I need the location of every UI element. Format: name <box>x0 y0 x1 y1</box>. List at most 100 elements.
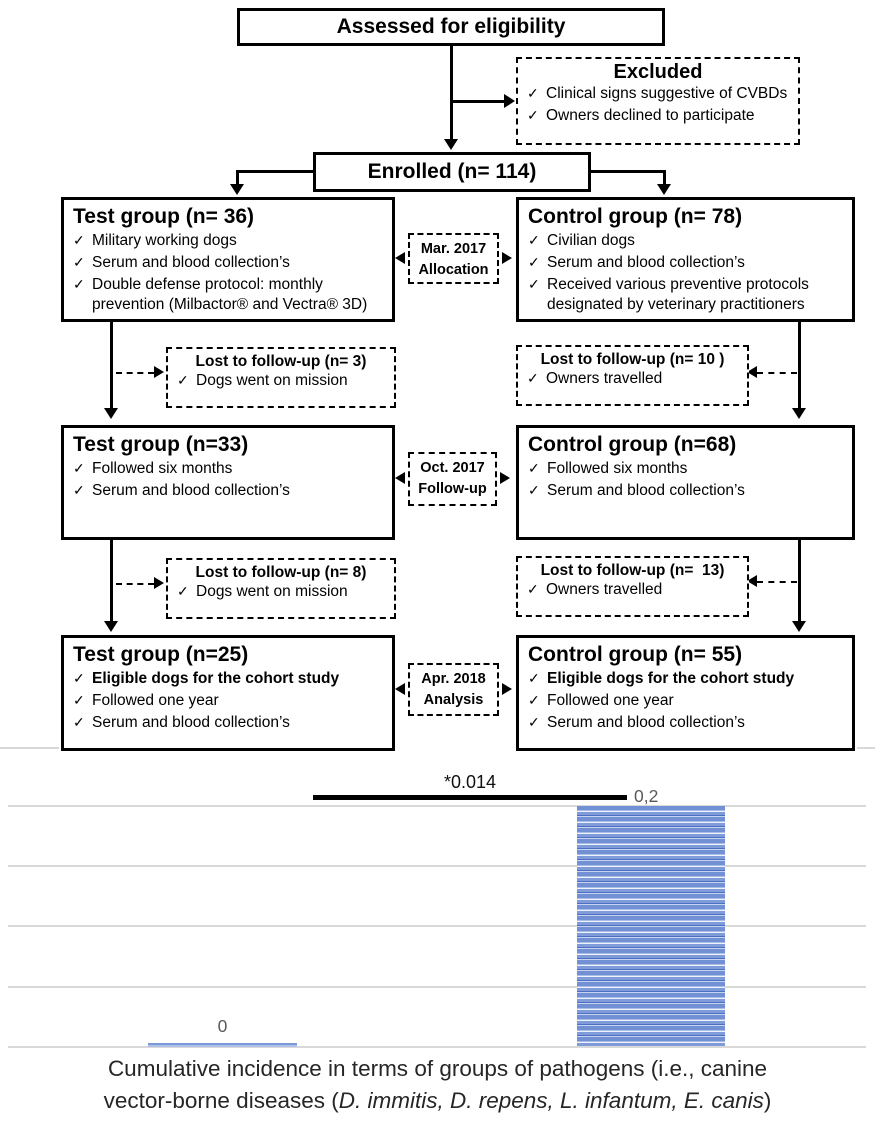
check-icon: ✓ <box>528 670 540 687</box>
caption-species-italic: D. immitis, D. repens, L. infantum, E. c… <box>338 1087 764 1113</box>
connector-control-down-2 <box>798 540 801 623</box>
list-item-text: Serum and blood collection’s <box>92 481 290 499</box>
gridline <box>8 925 866 927</box>
allocation-label-box: Mar. 2017 Allocation <box>408 233 499 284</box>
analysis-line2: Analysis <box>423 692 484 709</box>
check-icon: ✓ <box>73 232 85 249</box>
lost-followup-2-left-box: Lost to follow-up (n= 8) ✓ Dogs went on … <box>166 558 396 619</box>
check-icon: ✓ <box>73 253 85 270</box>
connector-enrolled-left-v <box>236 170 239 186</box>
list-item: ✓ Eligible dogs for the cohort study <box>64 669 392 691</box>
excluded-item-text: Clinical signs suggestive of CVBDs <box>546 85 788 102</box>
lost-followup-1-right-box: Lost to follow-up (n= 10 ) ✓ Owners trav… <box>516 345 749 406</box>
check-icon: ✓ <box>73 670 85 687</box>
connector-assessed-down <box>450 46 453 141</box>
list-item: ✓ Serum and blood collection’s <box>519 253 852 275</box>
check-icon: ✓ <box>528 275 540 292</box>
arrowhead-right-icon <box>154 577 164 589</box>
list-item: ✓ Owners travelled <box>518 369 747 391</box>
list-item-text: Owners travelled <box>546 370 663 387</box>
lost-title: Lost to follow-up (n= 13) <box>540 562 725 579</box>
list-item: ✓ Eligible dogs for the cohort study <box>519 669 852 691</box>
control-group-3-title: Control group (n= 55) <box>528 643 743 666</box>
analysis-label-box: Apr. 2018 Analysis <box>408 663 499 716</box>
gridline-partial-left <box>0 747 59 749</box>
excluded-box: Excluded ✓ Clinical signs suggestive of … <box>516 57 800 145</box>
list-item: ✓ Serum and blood collection’s <box>519 481 852 503</box>
significance-bracket <box>313 795 627 800</box>
list-item-text: Dogs went on mission <box>196 583 348 600</box>
list-item-text: Eligible dogs for the cohort study <box>92 670 340 688</box>
list-item-text: Followed one year <box>547 691 674 709</box>
check-icon: ✓ <box>73 713 85 730</box>
list-item: ✓ Followed six months <box>519 459 852 481</box>
list-item-text: Owners travelled <box>546 581 663 598</box>
check-icon: ✓ <box>73 275 85 292</box>
check-icon: ✓ <box>177 372 189 388</box>
chart-caption-line1: Cumulative incidence in terms of groups … <box>107 1056 768 1081</box>
lost-title: Lost to follow-up (n= 3) <box>195 353 367 370</box>
control-group-1-title: Control group (n= 78) <box>528 205 743 228</box>
test-group-1-title: Test group (n= 36) <box>73 205 255 228</box>
allocation-line2: Allocation <box>418 262 489 279</box>
arrowhead-down-icon <box>792 621 806 632</box>
list-item: ✓ Received various preventive protocols … <box>519 275 852 317</box>
control-group-1-box: Control group (n= 78) ✓ Civilian dogs ✓ … <box>516 197 855 322</box>
list-item-text: Followed one year <box>92 691 219 709</box>
lost-title: Lost to follow-up (n= 8) <box>195 564 367 581</box>
assessed-box: Assessed for eligibility <box>237 8 665 46</box>
data-label-test: 0 <box>217 1016 228 1036</box>
arrowhead-left-icon <box>747 366 757 378</box>
connector-control-down-1 <box>798 322 801 410</box>
list-item-text: Followed six months <box>92 460 233 478</box>
check-icon: ✓ <box>177 583 189 599</box>
list-item: ✓ Military working dogs <box>64 231 392 253</box>
connector-enrolled-right-v <box>663 170 666 186</box>
analysis-line1: Apr. 2018 <box>421 671 486 687</box>
list-item: ✓ Serum and blood collection’s <box>64 713 392 735</box>
list-item: ✓ Serum and blood collection’s <box>64 481 392 503</box>
test-group-2-title: Test group (n=33) <box>73 433 249 456</box>
connector-lost2-left <box>116 583 154 585</box>
allocation-line1: Mar. 2017 <box>420 241 487 257</box>
check-icon: ✓ <box>528 691 540 708</box>
arrowhead-right-icon <box>154 366 164 378</box>
check-icon: ✓ <box>528 460 540 477</box>
test-group-3-title: Test group (n=25) <box>73 643 249 666</box>
connector-test-down-1 <box>110 322 113 410</box>
excluded-title: Excluded <box>613 61 703 83</box>
gridline-partial-right <box>857 747 875 749</box>
connector-enrolled-right-h <box>591 170 666 173</box>
check-icon: ✓ <box>528 481 540 498</box>
lost-title: Lost to follow-up (n= 10 ) <box>540 351 725 368</box>
gridline <box>8 805 866 807</box>
connector-enrolled-left-h <box>236 170 313 173</box>
list-item: ✓ Civilian dogs <box>519 231 852 253</box>
chart-caption: Cumulative incidence in terms of groups … <box>0 1053 875 1117</box>
significance-label: *0.014 <box>443 772 497 792</box>
arrowhead-left-icon <box>395 683 405 695</box>
chart-caption-line2: vector-borne diseases (D. immitis, D. re… <box>0 1085 875 1117</box>
followup-label-box: Oct. 2017 Follow-up <box>408 452 497 506</box>
check-icon: ✓ <box>528 232 540 249</box>
check-icon: ✓ <box>73 460 85 477</box>
test-group-2-box: Test group (n=33) ✓ Followed six months … <box>61 425 395 540</box>
list-item-text: Followed six months <box>547 460 688 478</box>
bar-test-group <box>148 1043 297 1047</box>
connector-excluded-branch <box>451 100 504 103</box>
enrolled-box: Enrolled (n= 114) <box>313 152 591 192</box>
control-group-3-box: Control group (n= 55) ✓ Eligible dogs fo… <box>516 635 855 751</box>
lost-followup-2-right-box: Lost to follow-up (n= 13) ✓ Owners trave… <box>516 556 749 617</box>
list-item-text: Military working dogs <box>92 232 237 250</box>
list-item-text: Serum and blood collection’s <box>547 253 745 271</box>
lost-followup-1-left-box: Lost to follow-up (n= 3) ✓ Dogs went on … <box>166 347 396 408</box>
list-item-text: Dogs went on mission <box>196 372 348 389</box>
arrowhead-down-icon <box>444 139 458 150</box>
list-item: ✓ Owners travelled <box>518 580 747 602</box>
control-group-2-box: Control group (n=68) ✓ Followed six mont… <box>516 425 855 540</box>
caption-prefix: vector-borne diseases ( <box>103 1087 339 1113</box>
check-icon: ✓ <box>527 85 539 101</box>
check-icon: ✓ <box>73 691 85 708</box>
check-icon: ✓ <box>528 713 540 730</box>
